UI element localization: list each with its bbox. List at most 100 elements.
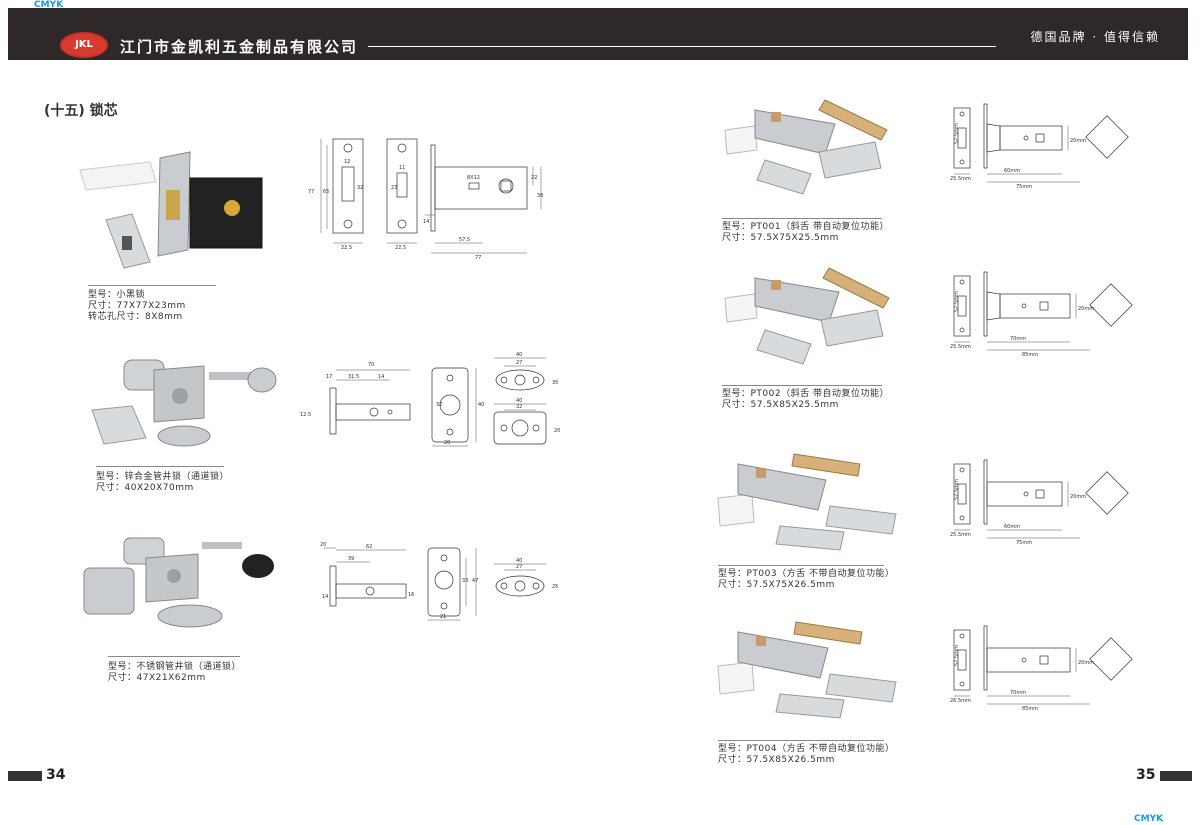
- dim-spindle: 20mm: [1078, 660, 1094, 666]
- dim-16: 16: [408, 592, 414, 598]
- page-number-left: 34: [46, 767, 66, 783]
- caption-rule-2: [96, 466, 224, 467]
- section-title: (十五) 锁芯: [44, 103, 118, 119]
- dim-21: 21: [440, 614, 446, 620]
- header-bar: [8, 8, 1188, 60]
- photo-pt003: [717, 453, 897, 551]
- dim-length: 85mm: [1022, 706, 1038, 712]
- dim-22: 22: [531, 175, 537, 181]
- drawing-zinc-tube-lock: 70 17 31.5 14 12.5 32 40 20 40 27 35 40 …: [300, 352, 560, 447]
- model-text: 型号：小黑锁: [88, 290, 146, 300]
- dim-14: 14: [378, 374, 384, 380]
- size-text: 尺寸：57.5X85X26.5mm: [718, 755, 835, 765]
- model-text: 型号：PT003（方舌 不带自动复位功能）: [718, 569, 895, 579]
- extra-text: 转芯孔尺寸：8X8mm: [88, 312, 183, 322]
- caption-product-2: 型号：锌合金管井锁（通道锁） 尺寸：40X20X70mm: [96, 472, 229, 494]
- model-text: 型号：PT001（斜舌 带自动复位功能）: [722, 222, 889, 232]
- photo-pt001: [724, 99, 888, 195]
- dim-32-b: 32: [516, 404, 522, 410]
- dim-height: 57.5mm: [954, 645, 960, 666]
- caption-rule-pt001: [722, 218, 882, 219]
- size-text: 尺寸：57.5X75X26.5mm: [718, 580, 835, 590]
- caption-rule-3: [108, 656, 240, 657]
- dim-57-5: 57.5: [459, 237, 470, 243]
- drawing-small-black-lock: 77 65 12 32 22.5 11 23 22.5 8X12 22 38 1…: [308, 138, 543, 261]
- dim-14: 14: [423, 219, 429, 225]
- model-text: 型号：PT002（斜舌 带自动复位功能）: [722, 389, 889, 399]
- dim-spindle: 20mm: [1070, 494, 1086, 500]
- photo-zinc-tube-lock: [91, 359, 277, 447]
- photo-steel-tube-lock: [83, 537, 274, 628]
- dim-height: 57.5mm: [954, 123, 960, 144]
- dim-length: 75mm: [1016, 184, 1032, 190]
- model-text: 型号：不锈钢管井锁（通道锁）: [108, 662, 242, 672]
- caption-rule-pt002: [722, 385, 882, 386]
- photo-pt004: [717, 621, 897, 719]
- dim-39: 39: [348, 556, 354, 562]
- dim-length: 85mm: [1022, 352, 1038, 358]
- dim-40-b: 40: [516, 398, 522, 404]
- dim-22-5-b: 22.5: [395, 245, 406, 251]
- dim-length: 75mm: [1016, 540, 1032, 546]
- drawing-pt001: 57.5mm 25.5mm 60mm 75mm 20mm: [950, 103, 1129, 190]
- size-text: 尺寸：57.5X75X25.5mm: [722, 233, 839, 243]
- company-name: 江门市金凯利五金制品有限公司: [120, 38, 359, 56]
- dim-width: 26.5mm: [950, 698, 971, 704]
- dim-33: 33: [462, 578, 468, 584]
- dim-11: 11: [399, 165, 405, 171]
- caption-pt002: 型号：PT002（斜舌 带自动复位功能） 尺寸：57.5X85X25.5mm: [722, 389, 889, 411]
- dim-40: 40: [478, 402, 484, 408]
- dim-width: 25.5mm: [950, 532, 971, 538]
- dim-38: 38: [537, 193, 543, 199]
- size-text: 尺寸：77X77X23mm: [88, 301, 186, 311]
- dim-height: 57.5mm: [954, 291, 960, 312]
- dim-backset: 60mm: [1004, 168, 1020, 174]
- dim-8x12: 8X12: [467, 175, 480, 181]
- dim-62: 62: [366, 544, 372, 550]
- dim-23: 23: [391, 185, 397, 191]
- dim-spindle: 20mm: [1070, 138, 1086, 144]
- dim-backset: 70mm: [1010, 336, 1026, 342]
- caption-pt001: 型号：PT001（斜舌 带自动复位功能） 尺寸：57.5X75X25.5mm: [722, 222, 889, 244]
- dim-backset: 60mm: [1004, 524, 1020, 530]
- brand-logo: JKL: [60, 32, 108, 58]
- dim-40-a: 40: [516, 352, 522, 358]
- dim-12-5: 12.5: [300, 412, 311, 418]
- slogan: 德国品牌 · 值得信赖: [1030, 30, 1160, 44]
- dim-12: 12: [344, 159, 350, 165]
- dim-70: 70: [368, 362, 374, 368]
- model-text: 型号：PT004（方舌 不带自动复位功能）: [718, 744, 895, 754]
- dim-20: 20: [320, 542, 326, 548]
- dim-77: 77: [308, 189, 314, 195]
- caption-pt004: 型号：PT004（方舌 不带自动复位功能） 尺寸：57.5X85X26.5mm: [718, 744, 894, 766]
- dim-14: 14: [322, 594, 328, 600]
- dim-77-b: 77: [475, 255, 481, 261]
- dim-17: 17: [326, 374, 332, 380]
- dim-27-a: 27: [516, 360, 522, 366]
- drawing-pt002: 57.5mm 25.5mm 70mm 85mm 20mm: [950, 271, 1133, 358]
- page-bar-right: [1160, 771, 1192, 781]
- caption-product-1: 型号：小黑锁 尺寸：77X77X23mm 转芯孔尺寸：8X8mm: [88, 290, 186, 323]
- dim-35: 35: [552, 380, 558, 386]
- dim-20-b: 20: [554, 428, 560, 434]
- model-text: 型号：锌合金管井锁（通道锁）: [96, 472, 230, 482]
- size-text: 尺寸：40X20X70mm: [96, 483, 194, 493]
- drawing-steel-tube-lock: 20 62 39 14 16 33 47 21 40 27 25: [320, 542, 558, 621]
- caption-rule-pt004: [718, 740, 884, 741]
- dim-32: 32: [436, 402, 442, 408]
- caption-pt003: 型号：PT003（方舌 不带自动复位功能） 尺寸：57.5X75X26.5mm: [718, 569, 894, 591]
- size-text: 尺寸：57.5X85X25.5mm: [722, 400, 839, 410]
- page-bar-left: [8, 771, 42, 781]
- drawing-pt003: 57.5mm 25.5mm 60mm 75mm 20mm: [950, 459, 1129, 546]
- dim-32: 32: [357, 185, 363, 191]
- photo-small-black-lock: [79, 151, 263, 269]
- dim-20: 20: [444, 440, 450, 446]
- dim-25: 25: [552, 584, 558, 590]
- drawing-pt004: 57.5mm 26.5mm 70mm 85mm 20mm: [950, 625, 1133, 712]
- photo-pt002: [724, 267, 890, 365]
- dim-backset: 70mm: [1010, 690, 1026, 696]
- page-number-right: 35: [1136, 767, 1156, 783]
- dim-width: 25.5mm: [950, 344, 971, 350]
- size-text: 尺寸：47X21X62mm: [108, 673, 206, 683]
- cmyk-mark-bottom: CMYK: [1134, 814, 1164, 824]
